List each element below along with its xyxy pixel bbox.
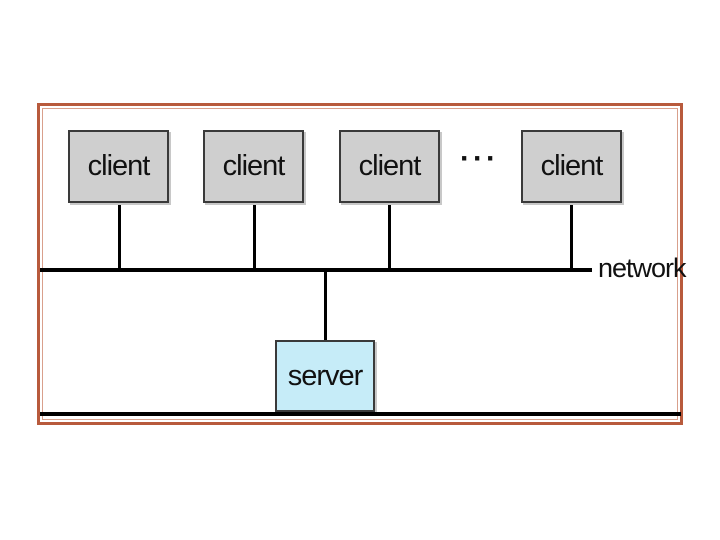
diagram-frame-inner-border — [42, 108, 678, 420]
client-label: client — [540, 150, 604, 182]
network-bus-line — [40, 268, 592, 272]
client-2-connector — [253, 203, 256, 269]
client-box-1: client — [68, 130, 169, 203]
server-connector — [324, 271, 327, 341]
more-clients-ellipsis: ··· — [460, 142, 499, 175]
client-box-3: client — [339, 130, 440, 203]
network-label: network — [598, 253, 687, 283]
client-box-2: client — [203, 130, 304, 203]
client-label: client — [222, 150, 286, 182]
client-box-4: client — [521, 130, 622, 203]
client-label: client — [87, 150, 151, 182]
client-4-connector — [570, 203, 573, 269]
server-box: server — [275, 340, 375, 412]
bottom-rule-line — [40, 412, 681, 416]
server-label: server — [287, 359, 364, 392]
client-1-connector — [118, 203, 121, 269]
client-label: client — [358, 150, 422, 182]
client-3-connector — [388, 203, 391, 269]
